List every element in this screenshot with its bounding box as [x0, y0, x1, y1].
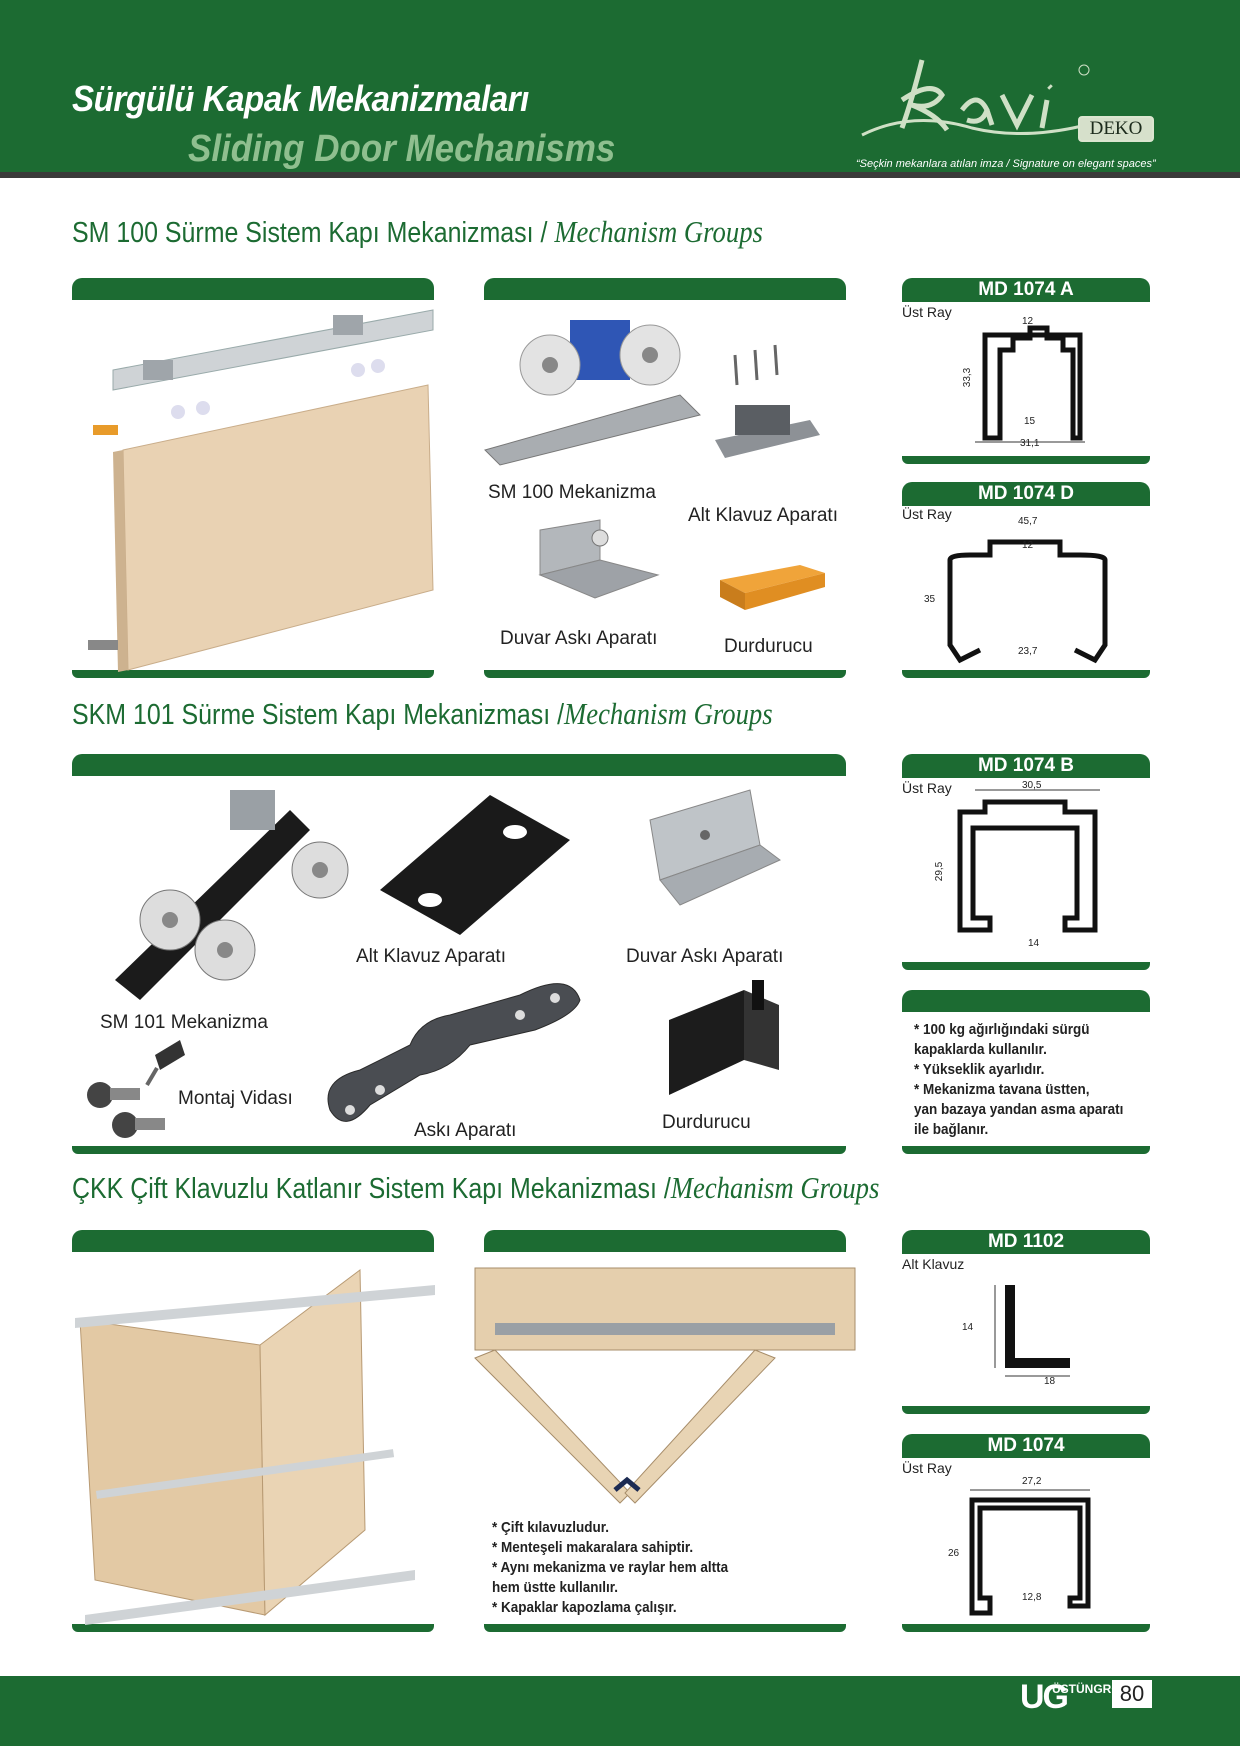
panel-bar: [902, 1406, 1150, 1414]
dim: 14: [962, 1322, 974, 1333]
notes-section-3: * Çift kılavuzludur.* Menteşeli makarala…: [492, 1519, 729, 1616]
dim: 45,7: [1018, 516, 1038, 527]
sm101-mechanism-illustration: [115, 790, 349, 1000]
title-english: Sliding Door Mechanisms: [188, 128, 616, 170]
md1074d-profile-drawing: [947, 539, 1108, 664]
label-hanger: Askı Aparatı: [414, 1120, 517, 1141]
hanger-illustration: [327, 983, 581, 1122]
panel-bar: [902, 456, 1150, 464]
dim: 12: [1022, 316, 1034, 327]
panel-bar: [902, 1624, 1150, 1632]
profile-header-md1074b: MD 1074 B: [902, 754, 1150, 778]
folding-door-illustration: [75, 1269, 435, 1625]
title-turkish: Sürgülü Kapak Mekanizmaları: [72, 78, 529, 119]
dim: 29,5: [934, 861, 946, 882]
dim: 14: [1028, 938, 1040, 949]
dim: 27,2: [1022, 1476, 1042, 1487]
profile-header-md1074d: MD 1074 D: [902, 482, 1150, 506]
page-header: Sürgülü Kapak Mekanizmaları Sliding Door…: [0, 0, 1240, 178]
page-number: 80: [1112, 1680, 1152, 1708]
panel-bar: [72, 1230, 434, 1252]
page-footer: [0, 1676, 1240, 1746]
panel-bar: [484, 1230, 846, 1252]
slogan: “Seçkin mekanlara atılan imza / Signatur…: [856, 158, 1156, 170]
dim: 15: [1024, 416, 1036, 427]
profile-type: Üst Ray: [902, 506, 952, 522]
label-sm100-mechanism: SM 100 Mekanizma: [488, 482, 656, 503]
label-stopper-2: Durdurucu: [662, 1112, 751, 1133]
panel-bar: [72, 278, 434, 300]
label-alt-klavuz-2: Alt Klavuz Aparatı: [356, 946, 506, 967]
label-alt-klavuz: Alt Klavuz Aparatı: [688, 505, 838, 526]
panel-bar: [902, 670, 1150, 678]
section-1-title: SM 100 Sürme Sistem Kapı Mekanizması / M…: [72, 214, 763, 249]
label-mounting-screw: Montaj Vidası: [178, 1088, 293, 1109]
panel-bar: [72, 1624, 434, 1632]
profile-type: Üst Ray: [902, 1460, 952, 1476]
sm101-wall-bracket-illustration: [649, 789, 781, 906]
panel-bar: [484, 1624, 846, 1632]
sm100-mechanism-illustration: [484, 320, 820, 466]
sm100-door-illustration: [88, 309, 434, 672]
kavi-logo: DEKO “Seçkin mekanlara atılan imza / Sig…: [852, 40, 1162, 170]
dim: 35: [924, 594, 936, 605]
label-stopper: Durdurucu: [724, 636, 813, 657]
panel-bar: [484, 670, 846, 678]
dim: 30,5: [1022, 780, 1042, 791]
md1102-profile-drawing: [994, 1285, 1070, 1377]
panel-bar: [72, 670, 434, 678]
section-3-title: ÇKK Çift Klavuzlu Katlanır Sistem Kapı M…: [72, 1170, 880, 1205]
md1074b-profile-drawing: [957, 789, 1100, 933]
profile-type: Üst Ray: [902, 780, 952, 796]
panel-bar: [902, 962, 1150, 970]
profile-type: Alt Klavuz: [902, 1256, 965, 1272]
dim: 23,7: [1018, 646, 1038, 657]
dim: 33,3: [962, 367, 974, 388]
deko-badge: DEKO: [1078, 116, 1154, 142]
label-wall-bracket-2: Duvar Askı Aparatı: [626, 946, 784, 967]
section-2-title: SKM 101 Sürme Sistem Kapı Mekanizması /M…: [72, 696, 773, 731]
profile-type: Üst Ray: [902, 304, 952, 320]
sm101-stopper-illustration: [669, 980, 779, 1095]
stopper-illustration: [720, 565, 825, 610]
kavi-script-icon: [861, 59, 1090, 137]
wall-bracket-illustration: [538, 519, 660, 599]
md1074-profile-drawing: [969, 1489, 1091, 1616]
md1074a-profile-drawing: [975, 325, 1085, 443]
panel-bar: [902, 990, 1150, 1012]
ug-logo: UG: [1020, 1678, 1069, 1716]
panel-bar: [72, 1146, 846, 1154]
dim: 26: [948, 1548, 960, 1559]
dim: 12: [1022, 540, 1034, 551]
dim: 31,1: [1020, 438, 1040, 449]
panel-bar: [72, 754, 846, 776]
dim: 12,8: [1022, 1592, 1042, 1603]
panel-bar: [484, 278, 846, 300]
dim: 18: [1044, 1376, 1056, 1387]
mounting-screws-illustration: [87, 1040, 185, 1138]
label-wall-bracket: Duvar Askı Aparatı: [500, 628, 658, 649]
sm101-guide-illustration: [380, 795, 570, 935]
profile-header-md1102: MD 1102: [902, 1230, 1150, 1254]
profile-header-md1074a: MD 1074 A: [902, 278, 1150, 302]
panel-bar: [902, 1146, 1150, 1154]
label-sm101-mechanism: SM 101 Mekanizma: [100, 1012, 268, 1033]
profile-header-md1074: MD 1074: [902, 1434, 1150, 1458]
folding-plan-illustration: [474, 1267, 856, 1504]
